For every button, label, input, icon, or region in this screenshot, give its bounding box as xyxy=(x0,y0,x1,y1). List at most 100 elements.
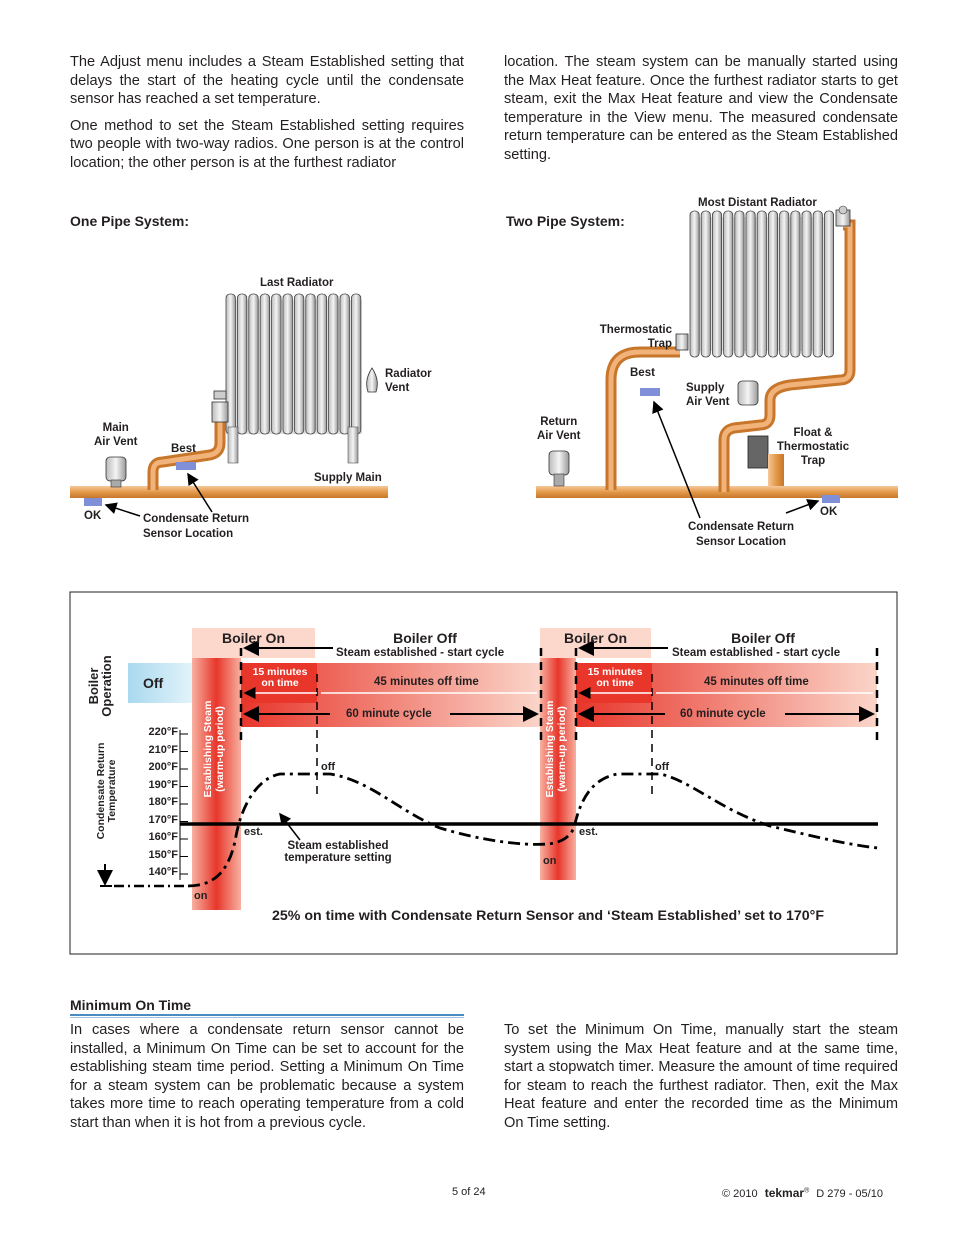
boiler-off-label-1: Boiler Off xyxy=(393,630,457,646)
radiator-vent-icon xyxy=(366,367,378,393)
reg-mark: ® xyxy=(804,1187,810,1195)
radiator-fin xyxy=(745,210,756,358)
establishing-steam-label-2: Establishing Steam (warm-up period) xyxy=(544,699,572,799)
radiator-fin xyxy=(700,210,711,358)
supply-air-vent-label: Supply Air Vent xyxy=(686,381,729,409)
most-distant-radiator-label: Most Distant Radiator xyxy=(698,197,817,209)
sensor-label-line2: Sensor Location xyxy=(143,528,234,540)
condensate-temperature-curve xyxy=(187,772,879,888)
sensor-location-label-one-pipe: Condensate Return Sensor Location xyxy=(143,512,249,542)
off-label: Off xyxy=(143,675,164,691)
one-pipe-supply-main xyxy=(70,486,388,498)
radiator-fin xyxy=(282,293,293,435)
steam-established-label-2: Steam established - start cycle xyxy=(672,647,841,659)
return-air-vent-icon xyxy=(548,450,570,487)
radiator-fin xyxy=(225,293,236,435)
min-on-paragraph-2: To set the Minimum On Time, manually sta… xyxy=(504,1022,898,1131)
two-pipe-title: Two Pipe System: xyxy=(506,213,625,229)
float-label-line2: Thermostatic xyxy=(776,441,850,453)
est-label-1: est. xyxy=(244,826,263,838)
radiator-fin xyxy=(712,210,723,358)
main-air-vent-label-line1: Main xyxy=(102,422,129,434)
temperature-tick-label: 190°F xyxy=(148,778,178,791)
intro-paragraph-1: The Adjust menu includes a Steam Establi… xyxy=(70,54,464,108)
radiator-fin xyxy=(339,293,350,435)
best-label-one-pipe: Best xyxy=(171,443,196,455)
ok-label-one-pipe: OK xyxy=(84,510,102,522)
on-time-2-line2: on time xyxy=(596,677,634,689)
one-pipe-radiator xyxy=(225,293,362,464)
boiler-on-label-2: Boiler On xyxy=(563,630,627,646)
float-thermostatic-trap-label: Float & Thermostatic Trap xyxy=(770,426,856,468)
return-vent-label-line2: Air Vent xyxy=(537,430,581,442)
temperature-axis xyxy=(179,730,188,880)
radiator-fin xyxy=(328,293,339,435)
setting-line1: Steam established xyxy=(287,840,389,852)
radiator-fin xyxy=(316,293,328,435)
boiler-on-label-1: Boiler On xyxy=(221,630,285,646)
intro-column-left: The Adjust menu includes a Steam Establi… xyxy=(70,53,464,181)
radiator-valve-icon xyxy=(211,390,229,423)
two-pipe-main xyxy=(536,486,898,498)
off-curve-label-1: off xyxy=(321,761,336,773)
one-pipe-title: One Pipe System: xyxy=(70,213,190,229)
doc-code: D 279 - 05/10 xyxy=(816,1188,883,1200)
return-air-vent-label: Return Air Vent xyxy=(537,415,580,443)
main-air-vent-label-line2: Air Vent xyxy=(94,436,138,448)
est-steam-2-line1: Establishing Steam xyxy=(544,700,556,798)
off-curve-label-2: off xyxy=(655,761,670,773)
supply-vent-label-line1: Supply xyxy=(686,382,725,394)
temperature-tick-label: 170°F xyxy=(148,813,178,826)
ok-label-two-pipe: OK xyxy=(820,506,838,518)
return-vent-label-line1: Return xyxy=(540,416,578,428)
cond-axis-line2: Temperature xyxy=(106,759,118,823)
temperature-tick-label: 160°F xyxy=(148,831,178,843)
sensor2-label-line2: Sensor Location xyxy=(695,536,787,548)
on-time-label-2: 15 minutes on time xyxy=(578,667,652,689)
radiator-fin xyxy=(779,210,790,358)
on-time-2-line1: 15 minutes xyxy=(587,666,643,678)
two-pipe-radiator xyxy=(689,210,835,358)
steam-setting-label: Steam established temperature setting xyxy=(276,840,400,864)
radiator-fin xyxy=(259,293,271,435)
est-steam-1-line2: (warm-up period) xyxy=(214,706,226,792)
boiler-off-label-2: Boiler Off xyxy=(731,630,795,646)
intro-paragraph-3: location. The steam system can be manual… xyxy=(504,54,898,163)
cycle-label-2: 60 minute cycle xyxy=(680,708,766,720)
min-on-paragraph-1: In cases where a condensate return senso… xyxy=(70,1022,464,1131)
off-time-label-1: 45 minutes off time xyxy=(374,676,479,688)
float-label-line3: Trap xyxy=(800,455,826,467)
sensor-ok-marker xyxy=(84,498,102,506)
last-radiator-label: Last Radiator xyxy=(260,277,334,289)
main-air-vent-label: Main Air Vent xyxy=(94,421,137,449)
supply-main-label: Supply Main xyxy=(314,472,382,484)
sensor2-label-line1: Condensate Return xyxy=(687,521,795,533)
est-steam-2-line2: (warm-up period) xyxy=(556,706,568,792)
est-steam-1-line1: Establishing Steam xyxy=(202,700,214,798)
heading-rule-2 xyxy=(70,1017,464,1018)
heading-rule xyxy=(70,1014,464,1016)
intro-column-right: location. The steam system can be manual… xyxy=(504,53,898,173)
supply-air-vent-icon xyxy=(737,380,759,406)
boiler-op-line2: Operation xyxy=(99,655,114,717)
two-pipe-ok-marker xyxy=(822,495,840,503)
radiator-fin xyxy=(801,210,812,358)
thermo-label-line2: Trap xyxy=(647,338,672,350)
on-time-label-1: 15 minutes on time xyxy=(243,667,317,689)
supply-vent-label-line2: Air Vent xyxy=(686,396,730,408)
radiator-vent-label-line1: Radiator xyxy=(385,368,432,380)
condensate-temperature-axis-label: Condensate Return Temperature xyxy=(95,731,120,851)
radiator-fin xyxy=(790,210,801,358)
temperature-tick-label: 180°F xyxy=(148,796,178,808)
temperature-tick-label: 200°F xyxy=(148,761,178,773)
radiator-fin xyxy=(293,293,305,435)
radiator-fin xyxy=(350,293,362,435)
on-label-1: on xyxy=(194,890,208,902)
radiator-fin xyxy=(689,210,700,358)
temperature-tick-label: 140°F xyxy=(148,866,178,878)
boiler-operation-label: Boiler Operation xyxy=(86,651,127,721)
radiator-fin xyxy=(723,210,734,358)
radiator-fin xyxy=(768,210,779,358)
radiator-vent-label-line2: Vent xyxy=(385,382,410,394)
footer-copyright: © 2010 tekmar® D 279 - 05/10 xyxy=(722,1186,883,1200)
